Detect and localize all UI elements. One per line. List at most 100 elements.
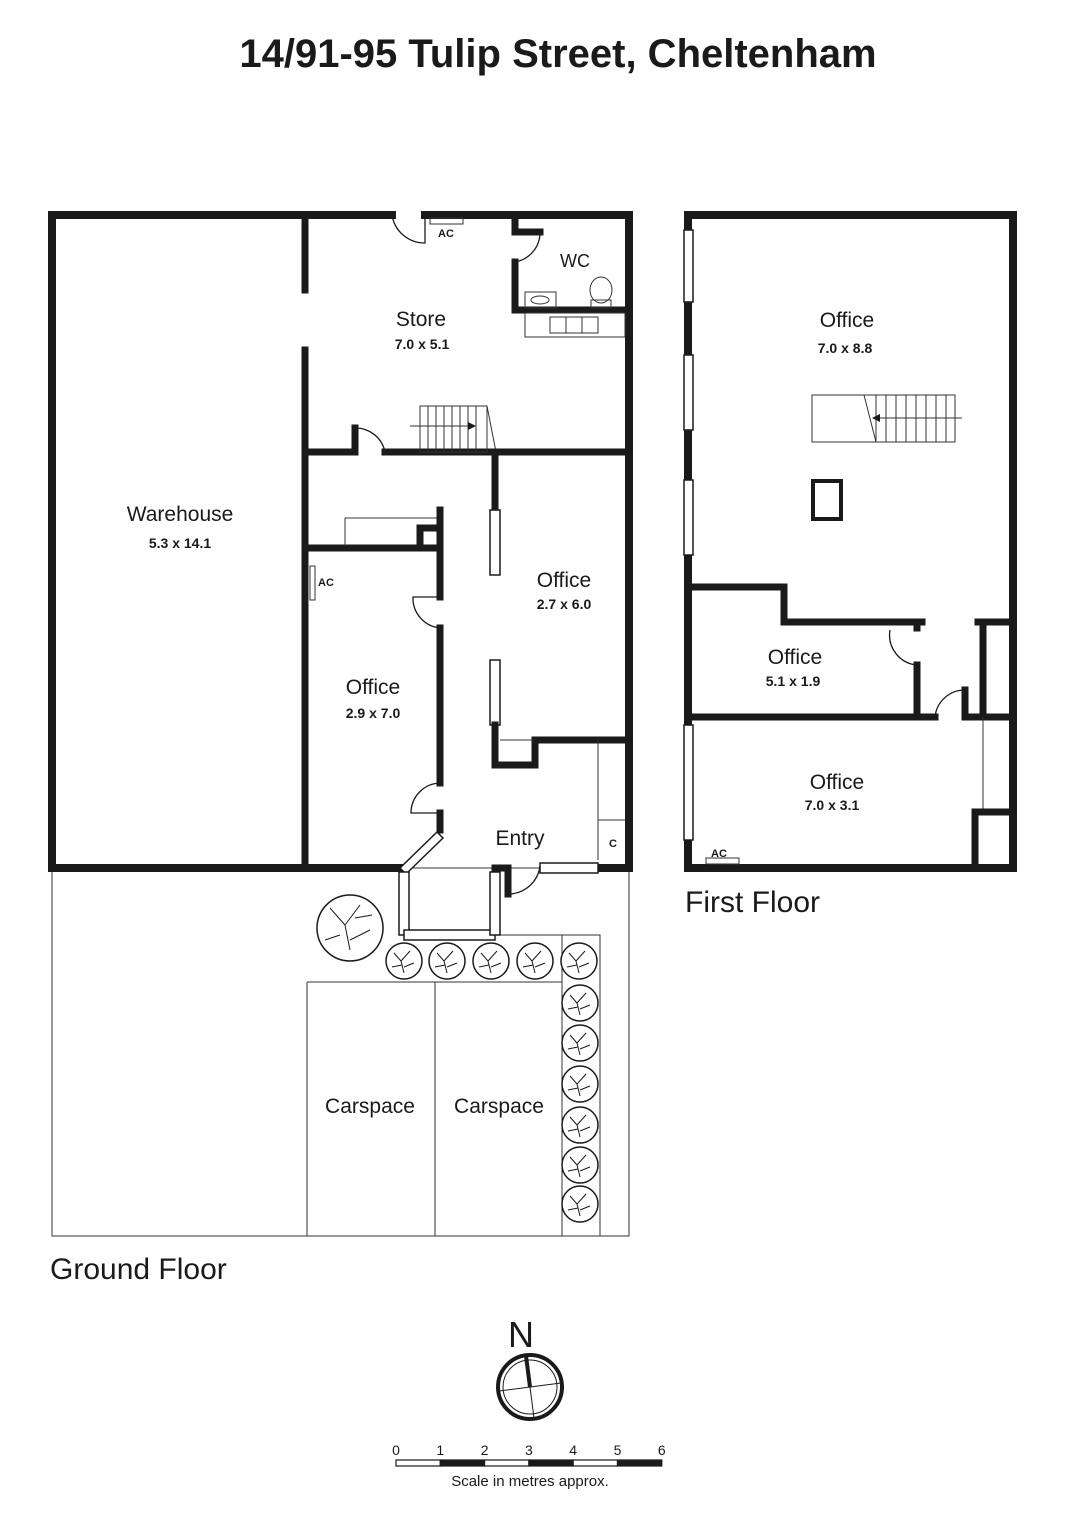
- door: [410, 782, 441, 814]
- room-dims-office: 7.0 x 3.1: [805, 797, 860, 813]
- room-name-office: Office: [346, 676, 400, 699]
- window: [403, 929, 496, 941]
- room-dims-office: 2.9 x 7.0: [346, 705, 401, 721]
- arrow-right-icon: [468, 422, 476, 430]
- scale-tick-label: 4: [569, 1442, 577, 1458]
- scale-segment: [616, 1459, 663, 1467]
- room-name-entry: Entry: [495, 827, 545, 850]
- door: [888, 629, 918, 666]
- room-name-store: Store: [396, 308, 446, 331]
- scale-tick-label: 1: [436, 1442, 444, 1458]
- room-dims-office: 7.0 x 8.8: [818, 340, 873, 356]
- shrub-icon: [516, 942, 554, 980]
- floor-label-first: First Floor: [685, 886, 820, 919]
- scale-segment: [572, 1459, 619, 1467]
- shrub-icon: [561, 1024, 599, 1062]
- shrub-icon: [560, 942, 598, 980]
- window: [539, 862, 599, 874]
- wall: [491, 864, 512, 898]
- window: [489, 509, 501, 576]
- window: [683, 724, 694, 841]
- wall: [421, 211, 633, 872]
- window: [683, 479, 694, 556]
- cupboard-label: C: [609, 838, 617, 850]
- door: [507, 865, 541, 895]
- wall: [686, 583, 926, 626]
- shrub-icon: [561, 1146, 599, 1184]
- ac-unit: [705, 857, 740, 865]
- wall: [511, 214, 544, 236]
- scale-tick-label: 6: [658, 1442, 666, 1458]
- shrub-icon: [428, 942, 466, 980]
- room-name-carspace: Carspace: [454, 1095, 544, 1118]
- void-opening: [811, 479, 843, 521]
- wall: [971, 808, 1015, 872]
- wall: [416, 524, 442, 552]
- room-name-office: Office: [537, 569, 591, 592]
- shrub-icon: [385, 942, 423, 980]
- toilet-icon: [589, 276, 613, 309]
- compass: N: [496, 1314, 564, 1421]
- scale-segment: [395, 1459, 441, 1467]
- window: [683, 354, 694, 431]
- wall: [491, 721, 629, 769]
- scale-caption: Scale in metres approx.: [451, 1473, 609, 1490]
- shrub-icon: [561, 1185, 599, 1223]
- window: [683, 229, 694, 303]
- door: [354, 427, 386, 453]
- bench-outline: [344, 517, 437, 546]
- door: [934, 689, 966, 718]
- wall: [511, 258, 629, 314]
- wall: [974, 618, 1015, 721]
- stairs: [410, 405, 497, 453]
- ac-label: AC: [438, 228, 454, 240]
- north-label: N: [508, 1314, 534, 1355]
- scale-tick-label: 3: [525, 1442, 533, 1458]
- first-floor: AC Office 7.0 x 8.8 Office 5.1 x 1.9 Off…: [683, 211, 1017, 919]
- window: [489, 659, 501, 726]
- arrow-left-icon: [872, 414, 880, 422]
- ac-label: AC: [318, 577, 334, 589]
- ac-unit: [309, 565, 316, 601]
- sink-icon: [549, 316, 599, 334]
- floor-label-ground: Ground Floor: [50, 1253, 227, 1286]
- door: [391, 214, 426, 244]
- scale-segment: [484, 1459, 530, 1467]
- ac-unit: [429, 217, 464, 225]
- room-dims-office: 2.7 x 6.0: [537, 596, 592, 612]
- door: [412, 596, 441, 629]
- ac-label: AC: [711, 848, 727, 860]
- window: [398, 871, 410, 936]
- room-dims-store: 7.0 x 5.1: [395, 336, 450, 352]
- room-name-office: Office: [810, 771, 864, 794]
- cupboard: [597, 740, 625, 860]
- wall: [961, 686, 1015, 721]
- scale-bar: 0 1 2 3 4 5 6: [392, 1442, 666, 1467]
- scale-tick-label: 5: [614, 1442, 622, 1458]
- room-dims-office: 5.1 x 1.9: [766, 673, 821, 689]
- room-name-warehouse: Warehouse: [127, 503, 234, 526]
- ground-floor: AC C AC: [48, 211, 633, 1286]
- basin-icon: [524, 291, 557, 309]
- window: [489, 871, 501, 936]
- shrub-icon: [561, 1065, 599, 1103]
- stairs: [811, 394, 962, 443]
- room-dims-warehouse: 5.3 x 14.1: [149, 535, 211, 551]
- scale-tick-label: 0: [392, 1442, 400, 1458]
- shrub-icon: [472, 942, 510, 980]
- scale-segment: [439, 1459, 486, 1467]
- tree-icon: [316, 894, 384, 962]
- kitchenette-bench: [524, 312, 626, 338]
- wall: [48, 211, 404, 872]
- scale-segment: [528, 1459, 574, 1467]
- room-name-office: Office: [820, 309, 874, 332]
- plan-title: 14/91-95 Tulip Street, Cheltenham: [239, 32, 876, 76]
- shrub-icon: [561, 1106, 599, 1144]
- room-name-carspace: Carspace: [325, 1095, 415, 1118]
- scale-tick-label: 2: [481, 1442, 489, 1458]
- door: [514, 231, 541, 263]
- shrub-icon: [561, 984, 599, 1022]
- room-name-wc: WC: [560, 251, 590, 271]
- room-name-office: Office: [768, 646, 822, 669]
